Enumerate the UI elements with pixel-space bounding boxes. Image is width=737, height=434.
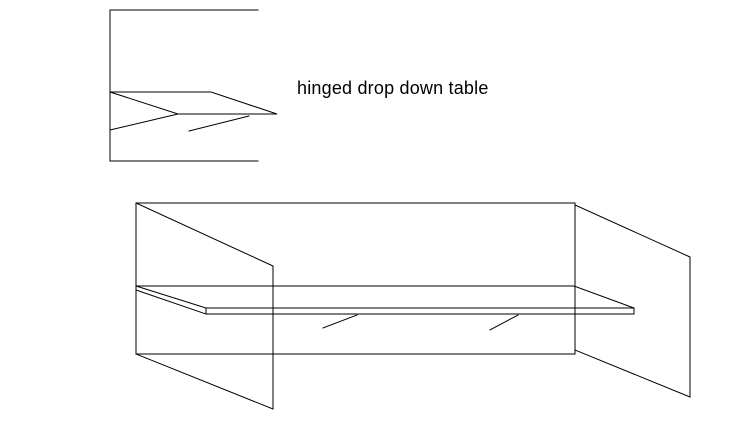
side-view-support-left [109,113,179,131]
drawing-caption: hinged drop down table [297,78,489,98]
tabletop-front-edge [205,307,635,315]
support-leg-right [489,314,519,331]
left-side-panel [135,202,274,410]
side-view-sketch [109,9,278,162]
perspective-sketch [135,202,691,410]
tabletop-left-edge [135,285,207,315]
side-view-tabletop [109,91,278,115]
wall-outline [109,9,259,162]
tabletop-surface [135,285,635,309]
right-side-panel [574,204,691,398]
side-view-support-right [188,115,250,132]
support-leg-left [322,314,358,329]
wall-panel [135,202,576,355]
